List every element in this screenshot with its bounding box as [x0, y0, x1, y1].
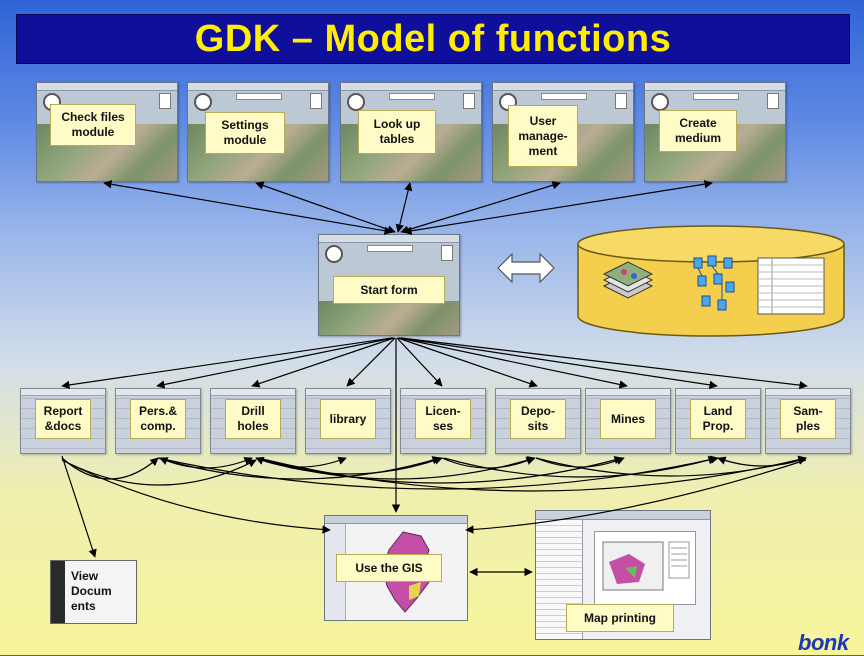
land-prop-label: Land Prop.: [690, 399, 746, 439]
link-start-pers: [156, 337, 394, 389]
link-drill-mines: [257, 455, 623, 484]
deposits-label: Depo- sits: [510, 399, 566, 439]
drill-holes-node: Drill holes: [210, 388, 296, 454]
link-pers-land: [157, 455, 719, 490]
link-pers-drill: [159, 457, 253, 469]
brand-logo: bonk: [798, 630, 849, 655]
link-drill-library: [255, 456, 347, 468]
double-arrow-icon: [497, 252, 555, 284]
link-deposits-samples: [535, 455, 807, 477]
link-start-land: [399, 337, 718, 390]
link-pers-licenses: [157, 456, 441, 480]
link-start-check-files: [103, 180, 393, 235]
pers-comp-node: Pers.& comp.: [115, 388, 201, 454]
link-land-samples: [717, 456, 807, 467]
title-banner: GDK – Model of functions: [16, 14, 850, 64]
link-start-drill: [251, 337, 395, 388]
user-management-label: User manage- ment: [508, 105, 578, 167]
database-node: [576, 224, 846, 338]
create-medium-label: Create medium: [659, 110, 737, 152]
link-start-mines: [398, 337, 628, 389]
report-docs-node: Report &docs: [20, 388, 106, 454]
link-report-gis: [61, 459, 331, 534]
link-start-library: [346, 337, 396, 387]
samples-label: Sam- ples: [780, 399, 836, 439]
link-report-view: [61, 455, 97, 558]
diagram-title: GDK – Model of functions: [194, 17, 672, 60]
link-deposits-mines: [535, 456, 625, 468]
licenses-label: Licen- ses: [415, 399, 471, 439]
link-start-report: [61, 337, 393, 390]
link-start-lookup: [395, 182, 413, 233]
link-start-licenses: [396, 337, 443, 387]
link-start-samples: [400, 337, 808, 390]
link-report-drill: [61, 459, 257, 486]
library-label: library: [320, 399, 376, 439]
samples-node: Sam- ples: [765, 388, 851, 454]
map-printing-label: Map printing: [566, 604, 674, 632]
library-node: library: [305, 388, 391, 454]
link-start-settings: [255, 181, 396, 234]
map-layers-icon: [602, 261, 654, 299]
link-drill-licenses: [255, 456, 443, 475]
link-licenses-land: [443, 455, 717, 478]
link-drill-deposits: [255, 456, 536, 480]
mines-node: Mines: [585, 388, 671, 454]
land-prop-node: Land Prop.: [675, 388, 761, 454]
drill-holes-label: Drill holes: [225, 399, 281, 439]
link-report-pers: [61, 457, 159, 480]
link-licenses-deposits: [441, 457, 535, 469]
start-form-label: Start form: [333, 276, 445, 304]
deposits-node: Depo- sits: [495, 388, 581, 454]
view-documents-node: View Docum ents: [50, 560, 137, 624]
mines-label: Mines: [600, 399, 656, 439]
link-start-user-mgmt: [400, 181, 561, 234]
licenses-node: Licen- ses: [400, 388, 486, 454]
link-start-deposits: [397, 337, 538, 388]
gis-label: Use the GIS: [336, 554, 442, 582]
data-model-icon: [693, 255, 735, 311]
report-docs-label: Report &docs: [35, 399, 91, 439]
check-files-module-label: Check files module: [50, 104, 136, 146]
link-drill-samples: [257, 455, 807, 492]
view-documents-label: View Docum ents: [71, 569, 112, 613]
table-icon: [757, 257, 825, 315]
settings-module-label: Settings module: [205, 112, 285, 154]
look-up-tables-label: Look up tables: [358, 110, 436, 154]
pers-comp-label: Pers.& comp.: [130, 399, 186, 439]
